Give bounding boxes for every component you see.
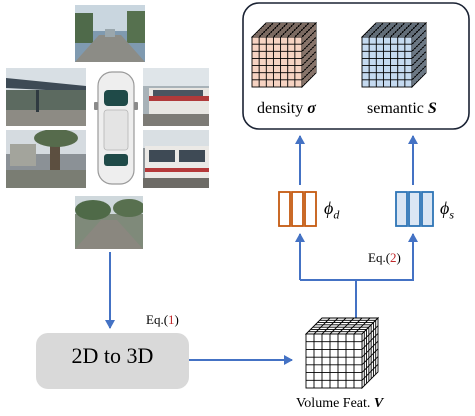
camera-image-back-left [6,130,86,188]
eq2-ref: 2 [390,250,397,265]
density-mlp-head [278,191,317,227]
eq2-suffix: ) [396,250,401,265]
eq1-label: Eq.(1) [146,312,179,328]
volume-feature-text: Volume Feat. [296,396,371,411]
eq2-prefix: Eq.( [368,250,391,265]
density-head-subscript: d [333,207,340,222]
semantic-head-symbol: ϕ [440,198,450,218]
eq2-label: Eq.(2) [368,250,401,266]
semantic-output-text: semantic [367,100,424,117]
semantic-mlp-head [395,191,434,227]
semantic-output-symbol: S [427,100,437,117]
eq1-suffix: ) [174,312,179,327]
camera-image-front [75,5,145,62]
lifting-label: 2D to 3D [36,343,189,369]
density-head-label: ϕd [324,198,339,223]
density-output-symbol: σ [307,100,316,117]
density-head-symbol: ϕ [324,198,334,218]
volume-feature-cube [304,316,380,390]
semantic-grid-cube [360,21,428,89]
density-grid-cube [250,21,318,89]
volume-feature-label: Volume Feat. V [296,396,383,412]
camera-image-back-right [143,130,209,188]
camera-image-front-left [6,68,86,126]
camera-image-back [75,196,143,249]
semantic-head-label: ϕs [440,198,454,223]
eq1-prefix: Eq.( [146,312,169,327]
semantic-head-subscript: s [449,207,454,222]
camera-image-front-right [143,68,209,126]
density-output-label: density σ [257,100,316,118]
arrow-to-semantic-head [356,233,418,281]
eq1-ref: 1 [168,312,175,327]
semantic-output-label: semantic S [367,100,437,118]
density-output-text: density [257,100,304,117]
volume-feature-symbol: V [373,396,384,411]
ego-car-icon [94,71,138,185]
arrow-volume-branch [300,279,357,322]
lifting-block [36,333,189,389]
lifting-label-text: 2D to 3D [71,343,154,368]
